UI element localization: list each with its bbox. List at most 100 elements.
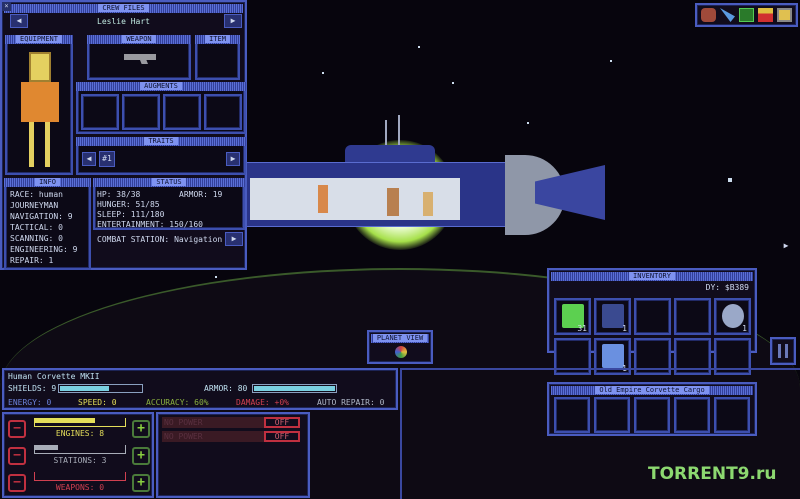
power-label: ENGINES: 8 — [55, 429, 105, 438]
info-label: INFO — [35, 178, 60, 186]
decrease-power-button[interactable]: − — [8, 474, 26, 492]
star — [452, 82, 454, 84]
increase-power-button[interactable]: + — [132, 474, 150, 492]
crew-member[interactable] — [318, 185, 328, 213]
weapon-label: WEAPON — [122, 35, 156, 43]
system-toggle[interactable]: OFF — [264, 417, 300, 428]
trait-prev-button[interactable]: ◀ — [82, 152, 96, 166]
system-label: NO POWER — [164, 432, 203, 441]
cargo-icon[interactable] — [701, 8, 716, 22]
power-label: STATIONS: 3 — [53, 456, 107, 465]
crew-name: Leslie Hart — [97, 17, 150, 26]
power-bar-fill — [35, 445, 58, 450]
inventory-slot[interactable] — [674, 298, 711, 335]
crew-member[interactable] — [387, 188, 399, 216]
crew-member[interactable] — [423, 192, 433, 216]
equipment-slot[interactable]: EQUIPMENT — [5, 35, 73, 175]
traits-label: TRAITS — [144, 137, 178, 145]
orb-icon — [722, 304, 744, 328]
inventory-title: INVENTORY — [629, 272, 675, 280]
info-navigation: NAVIGATION: 9 — [10, 212, 73, 221]
power-bar — [34, 445, 126, 454]
traits-panel: TRAITS ◀ #1 ▶ — [76, 137, 246, 175]
augment-slot[interactable] — [122, 94, 160, 130]
increase-power-button[interactable]: + — [132, 420, 150, 438]
auto-repair-stat: AUTO REPAIR: 0 — [317, 398, 385, 407]
inventory-slot[interactable] — [634, 298, 671, 335]
star — [215, 276, 217, 278]
status-hp: HP: 38/38 — [97, 190, 141, 199]
log-icon[interactable] — [777, 8, 792, 22]
decrease-power-button[interactable]: − — [8, 420, 26, 438]
equipment-label: EQUIPMENT — [16, 35, 62, 43]
cargo-slot[interactable] — [594, 397, 630, 433]
status-hunger: HUNGER: 51/85 — [97, 200, 160, 209]
augment-slot[interactable] — [163, 94, 201, 130]
inventory-slot[interactable]: 31 — [554, 298, 591, 335]
decrease-power-button[interactable]: − — [8, 447, 26, 465]
pistol-icon — [124, 54, 156, 64]
energy-cell-icon — [562, 304, 584, 328]
crew-files-panel: CREW FILES × ◀ Leslie Hart ▶ EQUIPMENT W… — [0, 0, 247, 270]
system-toggle[interactable]: OFF — [264, 431, 300, 442]
status-sleep: SLEEP: 111/180 — [97, 210, 165, 219]
ship-icon[interactable] — [720, 8, 735, 22]
cargo-slot[interactable] — [714, 397, 750, 433]
status-armor: ARMOR: 19 — [179, 190, 223, 199]
augment-slot[interactable] — [204, 94, 242, 130]
augments-panel: AUGMENTS — [76, 82, 246, 134]
planet-view-label: PLANET VIEW — [372, 334, 428, 342]
crafting-icon[interactable] — [758, 8, 773, 22]
inventory-slot[interactable]: 1 — [714, 298, 751, 335]
augments-label: AUGMENTS — [140, 82, 182, 90]
inventory-slot[interactable]: 1 — [594, 298, 631, 335]
item-slot[interactable]: ITEM — [195, 35, 240, 80]
combat-station: COMBAT STATION: Navigation — [97, 235, 223, 244]
cargo-panel: Old Empire Corvette Cargo — [547, 382, 757, 436]
side-arrow-button[interactable]: ▶ — [783, 241, 789, 250]
star — [610, 60, 612, 62]
augment-slot[interactable] — [81, 94, 119, 130]
damage-stat: DAMAGE: +0% — [236, 398, 289, 407]
planet-view-button[interactable]: PLANET VIEW — [367, 330, 433, 364]
combat-station-next-button[interactable]: ▶ — [225, 232, 243, 246]
armor-label: ARMOR: 80 — [204, 384, 248, 393]
close-icon[interactable]: × — [2, 2, 11, 11]
crew-portrait — [29, 52, 51, 82]
power-bar — [34, 472, 126, 481]
info-panel: INFO RACE: human JOURNEYMAN NAVIGATION: … — [4, 178, 91, 270]
cargo-title: Old Empire Corvette Cargo — [595, 386, 709, 394]
prev-crew-button[interactable]: ◀ — [10, 14, 28, 28]
cargo-slot[interactable] — [554, 397, 590, 433]
planet-icon — [395, 346, 407, 358]
item-count: 1 — [622, 324, 627, 333]
ship-name: Human Corvette MKII — [8, 372, 100, 381]
info-tactical: TACTICAL: 0 — [10, 223, 63, 232]
shirt-icon — [602, 344, 624, 368]
trait-next-button[interactable]: ▶ — [226, 152, 240, 166]
increase-power-button[interactable]: + — [132, 447, 150, 465]
system-row: NO POWER — [162, 431, 264, 442]
star — [322, 72, 324, 74]
ship-stats-panel: Human Corvette MKII SHIELDS: 9 ARMOR: 80… — [2, 368, 398, 410]
status-panel: STATUS HP: 38/38 ARMOR: 19 HUNGER: 51/85… — [93, 178, 245, 230]
star — [418, 46, 420, 48]
star — [728, 178, 732, 182]
shields-label: SHIELDS: 9 — [8, 384, 57, 393]
trait-badge[interactable]: #1 — [99, 151, 115, 167]
power-label: WEAPONS: 0 — [55, 483, 105, 492]
weapon-slot[interactable]: WEAPON — [87, 35, 191, 80]
item-label: ITEM — [205, 35, 230, 43]
cargo-slot[interactable] — [674, 397, 710, 433]
currency: DY: $B389 — [705, 283, 749, 292]
power-bar — [34, 418, 126, 427]
player-ship[interactable] — [245, 115, 610, 245]
next-crew-button[interactable]: ▶ — [224, 14, 242, 28]
pause-button[interactable] — [770, 337, 796, 365]
accuracy-stat: ACCURACY: 60% — [146, 398, 209, 407]
cargo-slot[interactable] — [634, 397, 670, 433]
item-count: 31 — [577, 324, 587, 333]
armor-bar — [252, 384, 337, 393]
map-icon[interactable] — [739, 8, 754, 22]
